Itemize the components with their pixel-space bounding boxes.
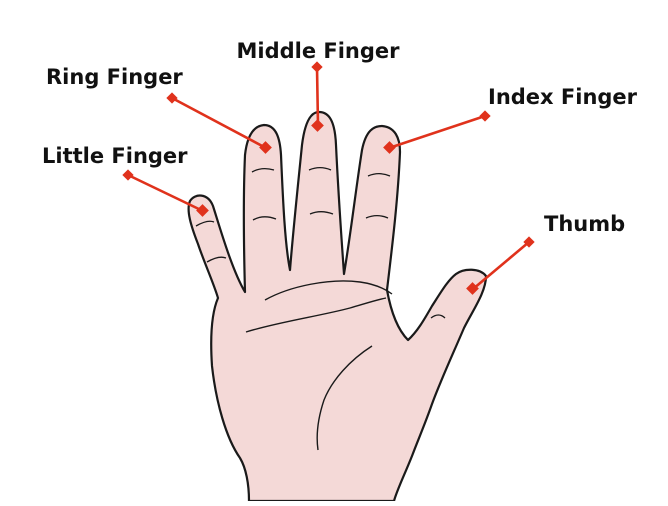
marker-ring-tip	[259, 141, 272, 154]
palm-crease-life	[316, 345, 373, 451]
index-crease-2	[365, 215, 389, 219]
pointer-line-thumb	[471, 240, 531, 291]
middle-crease-1	[308, 167, 332, 171]
marker-middle-outer	[311, 61, 323, 73]
pointer-line-index	[387, 114, 487, 150]
hand-outline	[187, 110, 488, 503]
little-crease-1	[195, 220, 215, 227]
pointer-line-ring	[170, 96, 268, 150]
palm-crease-middle	[245, 297, 387, 333]
ring-crease-2	[252, 216, 277, 221]
pointer-line-middle	[315, 65, 320, 128]
marker-little-outer	[122, 169, 134, 181]
label-thumb: Thumb	[544, 212, 625, 236]
little-crease-2	[206, 256, 227, 263]
index-crease-1	[367, 173, 391, 177]
marker-thumb-tip	[466, 282, 479, 295]
marker-little-tip	[196, 204, 209, 217]
label-ring-finger: Ring Finger	[46, 65, 183, 89]
marker-middle-tip	[311, 119, 324, 132]
pointer-line-little	[126, 173, 205, 213]
marker-thumb-outer	[523, 236, 535, 248]
thumb-crease	[430, 314, 446, 319]
marker-index-outer	[479, 110, 491, 122]
label-index-finger: Index Finger	[488, 85, 638, 109]
marker-ring-outer	[166, 92, 178, 104]
label-little-finger: Little Finger	[42, 144, 188, 168]
middle-crease-2	[309, 211, 334, 215]
ring-crease-1	[251, 168, 275, 173]
label-middle-finger: Middle Finger	[236, 39, 400, 63]
palm-crease-upper	[264, 280, 393, 301]
marker-index-tip	[383, 141, 396, 154]
